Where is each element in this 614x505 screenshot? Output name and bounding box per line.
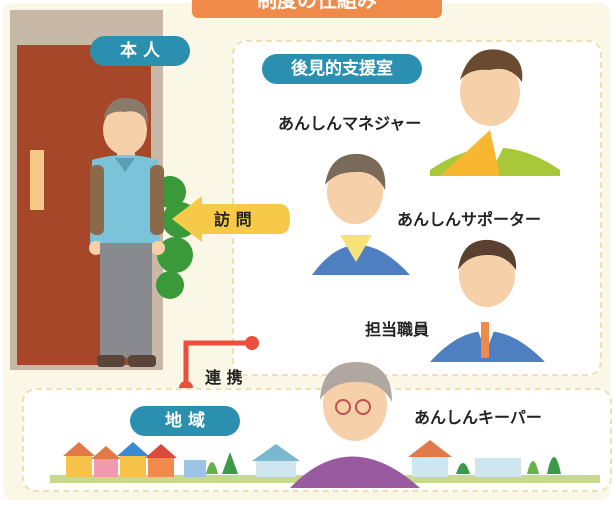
door-handle [30, 150, 44, 210]
visit-arrow [172, 196, 290, 242]
person-figure [89, 97, 165, 367]
houses [63, 440, 561, 477]
diagram-title: 制度の仕組み [192, 0, 442, 18]
keeper-figure [290, 362, 420, 488]
support-office-label: 後見的支援室 [262, 54, 422, 84]
supporter-figure [312, 153, 410, 275]
support-office-panel [232, 40, 602, 376]
visit-label: 訪 問 [214, 210, 252, 229]
person-label: 本 人 [90, 36, 190, 66]
role-keeper: あんしんキーパー [414, 408, 542, 427]
role-staff: 担当職員 [365, 320, 430, 339]
link-label: 連 携 [205, 368, 243, 387]
role-supporter: あんしんサポーター [397, 210, 542, 229]
community-label: 地 域 [130, 406, 240, 436]
manager-figure [430, 49, 560, 176]
staff-figure [430, 239, 545, 362]
role-manager: あんしんマネジャー [278, 114, 422, 133]
